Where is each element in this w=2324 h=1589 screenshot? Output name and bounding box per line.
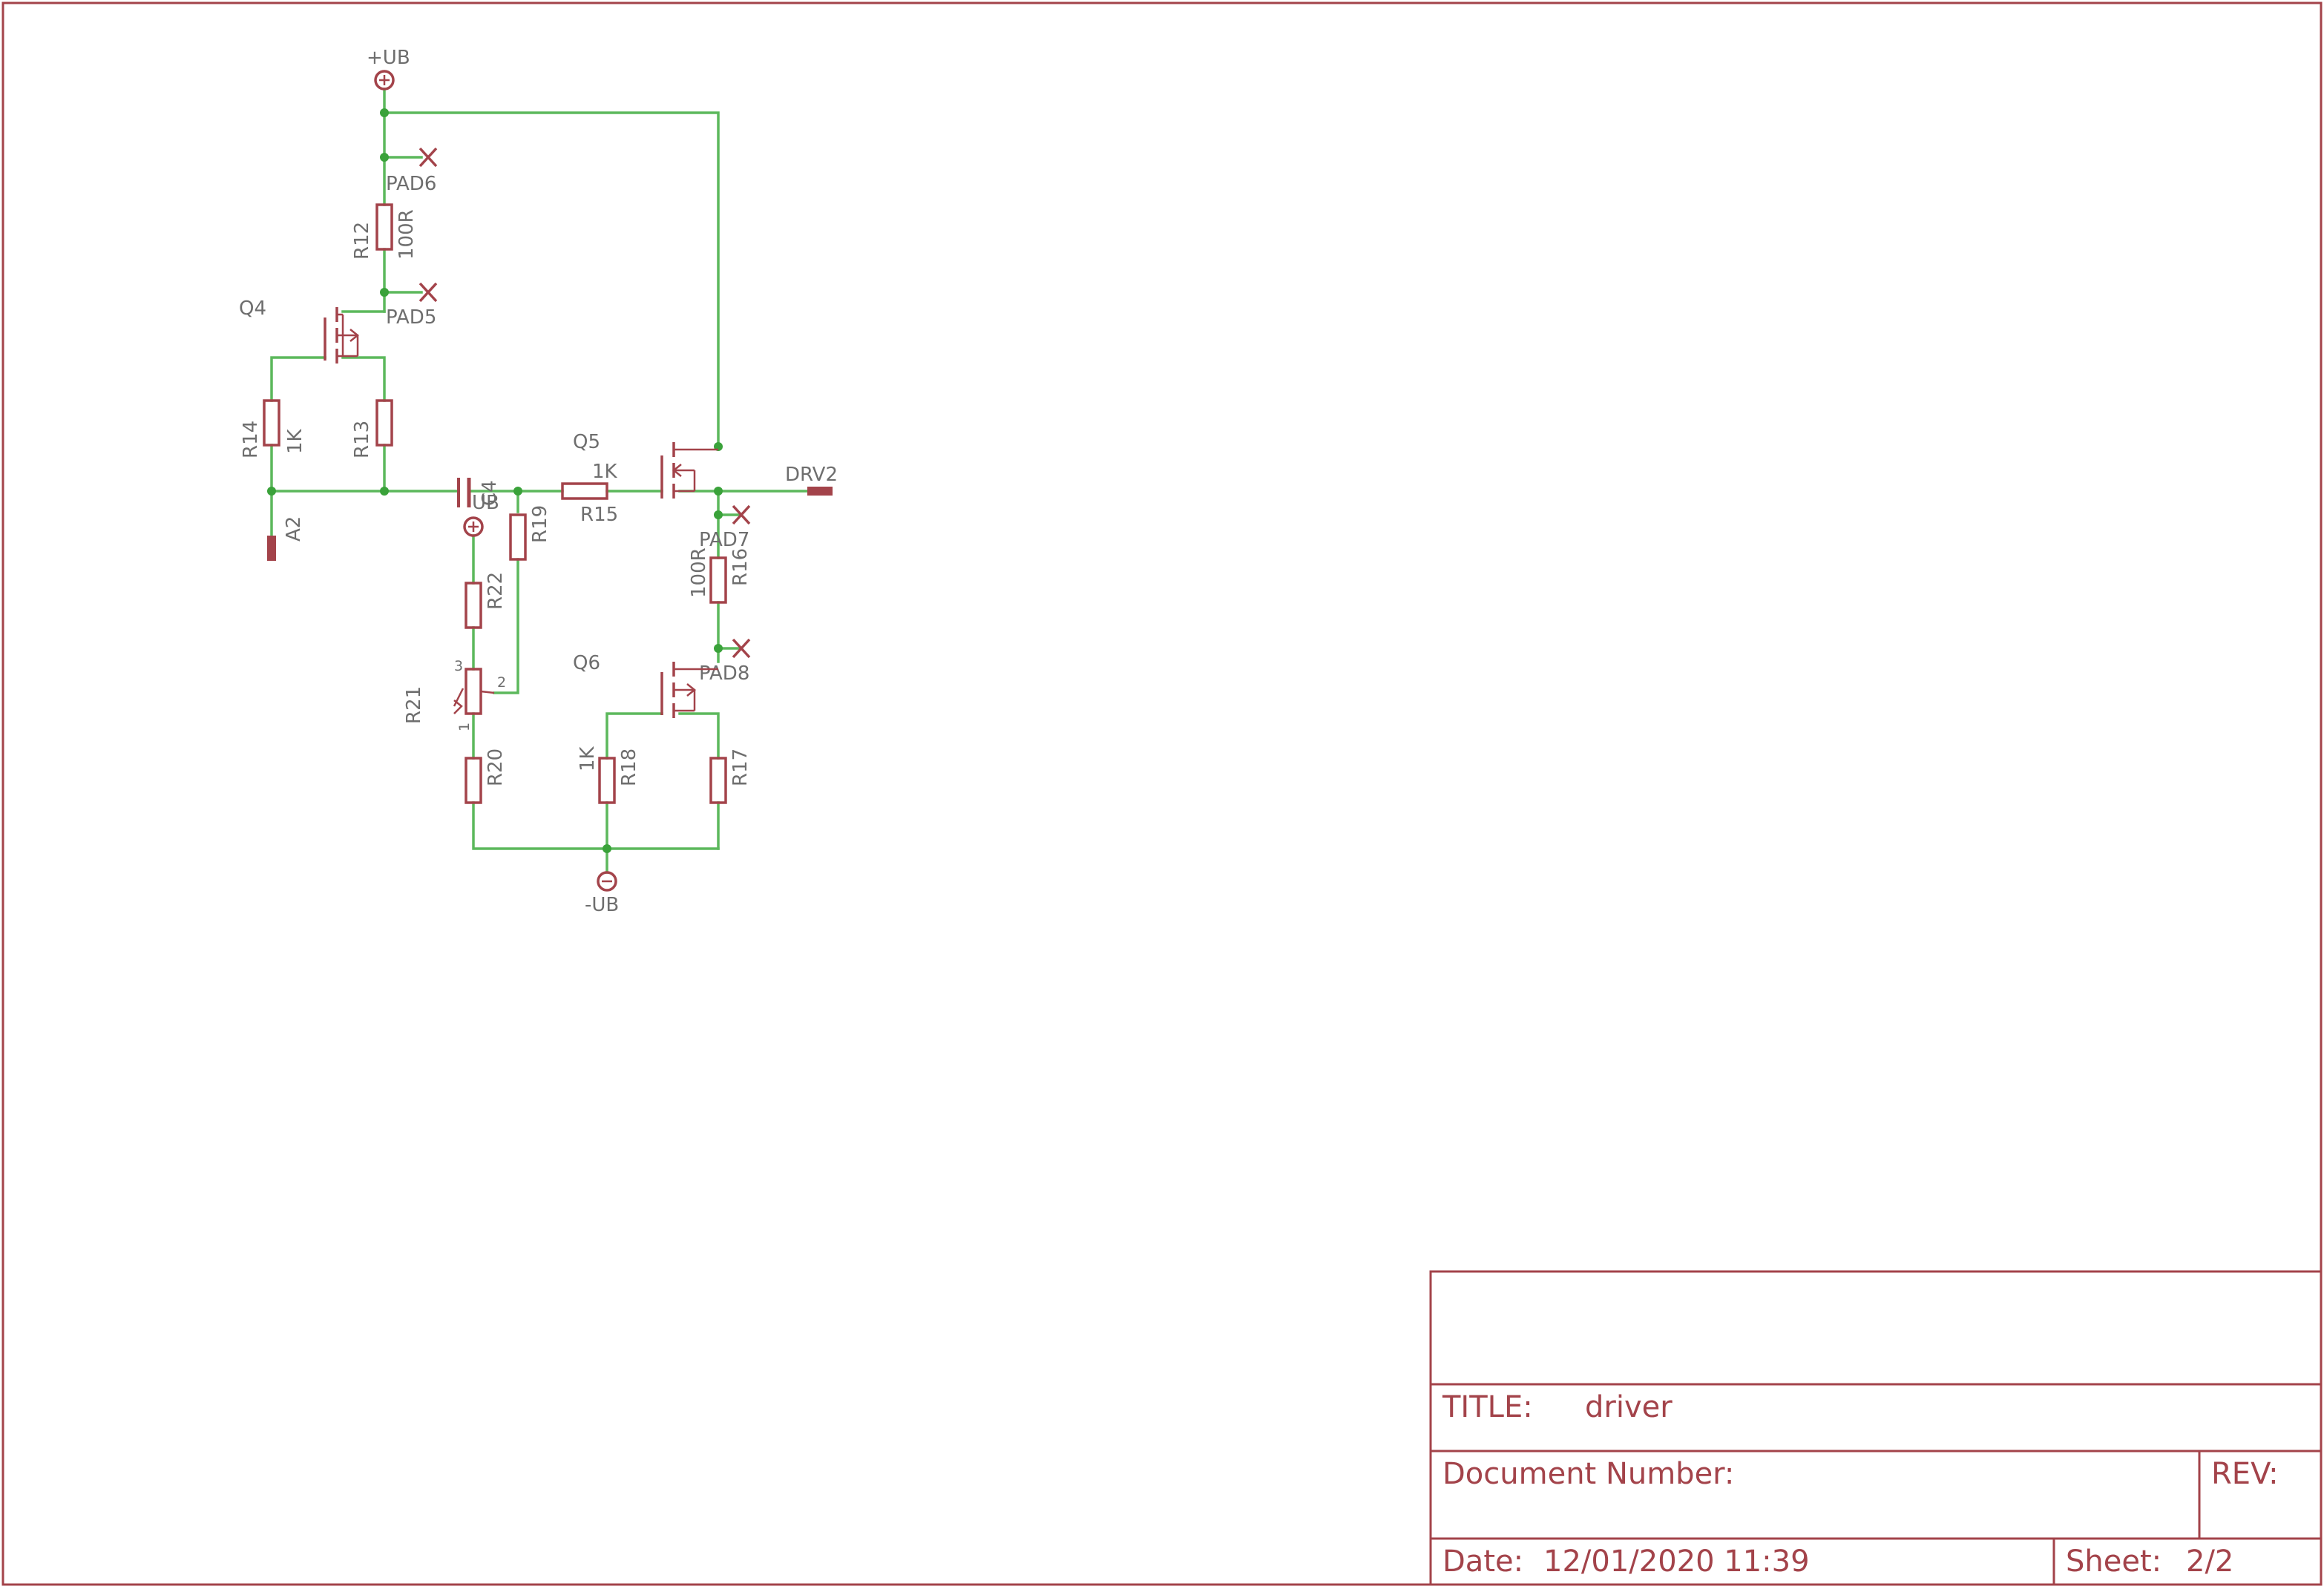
supply-minus-ub: -UB — [585, 871, 619, 916]
pad5: PAD5 — [386, 282, 438, 329]
supply-minus-label: -UB — [585, 894, 619, 916]
r18-name: R18 — [618, 749, 640, 786]
r17-name: R17 — [729, 749, 752, 786]
r18-value: 1K — [577, 746, 599, 772]
connector-a2: A2 — [267, 516, 305, 561]
mosfet-q6: Q6 — [573, 652, 718, 718]
mosfet-q4: Q4 — [239, 297, 360, 363]
pad8-label: PAD8 — [699, 662, 749, 685]
r15-name: R15 — [580, 504, 618, 526]
potentiometer-r21: R21 3 2 1 — [403, 658, 506, 731]
resistor-r20: R20 — [465, 749, 507, 804]
r21-pin2: 2 — [497, 674, 506, 691]
resistor-r22: R22 — [465, 572, 507, 629]
supply-plus-label: +UB — [367, 47, 410, 69]
resistor-r18: 1K R18 — [577, 746, 640, 804]
title-block: TITLE: driver Document Number: REV: Date… — [1429, 1270, 2323, 1586]
rev-label: REV: — [2211, 1457, 2279, 1491]
r20-name: R20 — [485, 749, 507, 786]
date-label: Date: — [1442, 1544, 1523, 1579]
r19-name: R19 — [529, 505, 551, 543]
r21-pin1: 1 — [456, 723, 473, 731]
r12-value: 100R — [395, 209, 418, 260]
r21-pin3: 3 — [454, 658, 463, 674]
document-number-label: Document Number: — [1442, 1457, 1734, 1491]
pad7: PAD7 — [699, 504, 751, 551]
r16-value: 100R — [688, 547, 710, 598]
drv2-label: DRV2 — [785, 464, 838, 486]
r16-name: R16 — [729, 548, 752, 586]
connector-drv2: DRV2 — [785, 464, 838, 496]
r14-name: R14 — [240, 421, 262, 458]
pad5-label: PAD5 — [386, 306, 436, 329]
resistor-r14: R14 1K — [240, 399, 306, 458]
c4-name: C4 — [479, 480, 501, 506]
supply-ub-local: UB — [463, 492, 499, 537]
q6-label: Q6 — [573, 652, 600, 674]
sheet-label: Sheet: — [2066, 1544, 2161, 1579]
r13-name: R13 — [351, 421, 373, 458]
mosfet-q5: Q5 — [573, 431, 718, 499]
q4-label: Q4 — [239, 297, 266, 320]
r12-name: R12 — [351, 222, 373, 260]
pad6-label: PAD6 — [386, 173, 436, 195]
resistor-r15: 1K R15 — [561, 461, 618, 526]
date-value: 12/01/2020 11:39 — [1543, 1544, 1810, 1579]
resistor-r13: R13 — [351, 399, 393, 458]
a2-label: A2 — [283, 516, 305, 542]
r22-name: R22 — [485, 572, 507, 610]
capacitor-c4: C4 — [457, 478, 501, 507]
pad8: PAD8 — [699, 638, 751, 685]
resistor-r19: R19 — [509, 505, 551, 561]
r15-value: 1K — [592, 461, 618, 483]
resistor-r16: 100R R16 — [688, 547, 752, 604]
title-value: driver — [1585, 1390, 1673, 1424]
r21-name: R21 — [403, 686, 425, 724]
junctions — [267, 108, 723, 853]
resistor-r17: R17 — [709, 749, 752, 804]
wires — [270, 88, 809, 874]
wire-ub-rail — [383, 88, 720, 448]
r14-value: 1K — [284, 428, 306, 454]
title-label: TITLE: — [1442, 1390, 1533, 1424]
sheet-value: 2/2 — [2186, 1544, 2233, 1579]
supply-ub-label: UB — [472, 492, 499, 514]
pad7-label: PAD7 — [699, 529, 749, 551]
pad6: PAD6 — [386, 147, 438, 195]
supply-plus-ub: +UB — [367, 47, 410, 91]
resistor-r12: R12 100R — [351, 203, 418, 260]
q5-label: Q5 — [573, 431, 600, 453]
